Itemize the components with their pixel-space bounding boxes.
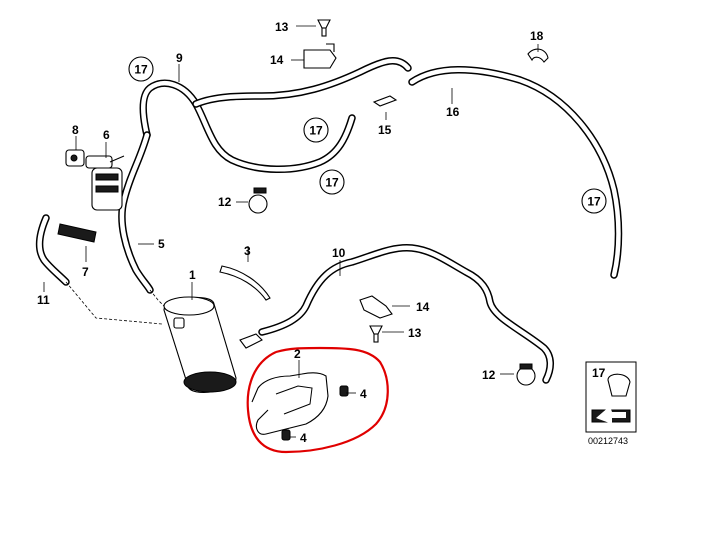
label-7: 7 [82,265,89,279]
label-12-right: 12 [482,368,496,382]
label-18: 18 [530,29,544,43]
legend-box: 17 [585,361,637,433]
label-4-bottom: 4 [300,431,307,445]
callout-17-b: 17 [303,117,329,143]
label-5: 5 [158,237,165,251]
label-11: 11 [37,293,50,307]
label-10: 10 [332,246,346,260]
legend-label-17: 17 [592,366,606,380]
hose-9 [139,79,356,173]
label-13-top: 13 [275,20,289,34]
callout-17-d: 17 [581,188,607,214]
part-3-strip [219,265,271,301]
part-2-bracket [251,372,329,435]
part-4-screw-b [281,429,291,441]
hose-11 [35,214,70,286]
label-16: 16 [446,105,460,119]
hose-16 [408,66,623,279]
label-4-right: 4 [360,387,367,401]
part-14-bracket-a [303,43,337,69]
svg-text:17: 17 [134,63,148,77]
leader-lines [43,25,539,438]
label-14-top: 14 [270,53,284,67]
connection-dashed-2 [149,289,171,313]
svg-text:17: 17 [309,124,323,138]
label-15: 15 [378,123,392,137]
legend-arrow-shape [596,406,626,424]
highlight-circle [246,346,389,454]
label-2: 2 [294,347,301,361]
label-13-right: 13 [408,326,422,340]
part-12-clip-b [516,363,536,386]
svg-text:17: 17 [325,176,339,190]
part-6-valve [85,155,125,211]
connection-dashed [65,281,163,325]
label-12-left: 12 [218,195,232,209]
part-12-clip-a [248,187,268,214]
label-6: 6 [103,128,110,142]
label-1: 1 [189,268,196,282]
callout-17-a: 17 [128,56,154,82]
label-3: 3 [244,244,251,258]
diagram-code: 00212743 [588,436,628,446]
part-14-bracket-b [359,295,393,319]
label-9: 9 [176,51,183,65]
part-13-bolt-b [369,325,383,343]
part-8-connector [65,149,85,167]
hose-upper [192,57,412,108]
hose-5 [118,131,154,294]
part-15-connector [372,95,398,107]
part-7-ring [57,223,97,243]
label-14-right: 14 [416,300,430,314]
part-4-screw-a [339,385,349,397]
part-1-canister [163,296,263,393]
callout-17-c: 17 [319,169,345,195]
svg-text:17: 17 [587,195,601,209]
part-13-bolt-a [317,19,331,37]
legend-clip-icon [607,373,631,397]
hose-10 [258,244,554,384]
label-8: 8 [72,123,79,137]
part-18-clip [527,48,549,63]
